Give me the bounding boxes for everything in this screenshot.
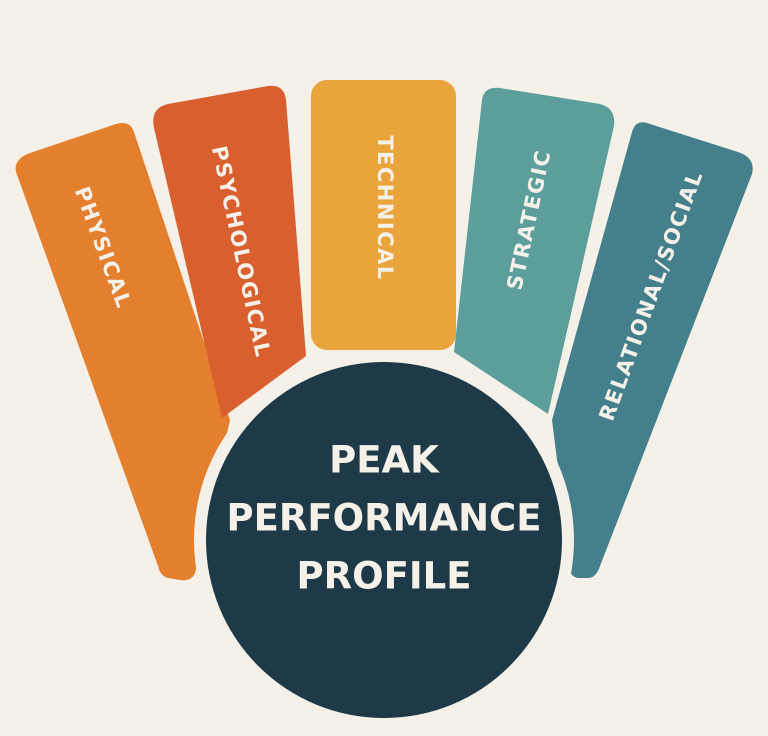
pillar-psychological: PSYCHOLOGICAL (153, 85, 306, 419)
pillar-psychological-bar (153, 85, 306, 419)
center-hub-circle (206, 362, 562, 718)
pillar-strategic-bar (454, 87, 615, 414)
center-title-line-2: PERFORMANCE (227, 497, 542, 540)
pillar-relational-social-bar (552, 122, 753, 578)
center-title-line-3: PROFILE (297, 555, 472, 598)
pillar-technical-bar (311, 80, 456, 350)
pillar-physical-bar (15, 123, 230, 581)
pillar-physical: PHYSICAL (15, 123, 230, 581)
pillar-strategic: STRATEGIC (454, 87, 615, 414)
center-title-line-1: PEAK (329, 439, 440, 482)
pillar-technical-label: TECHNICAL (373, 135, 397, 281)
center-hub: PEAK PERFORMANCE PROFILE (194, 350, 574, 730)
pillar-technical: TECHNICAL (311, 80, 456, 350)
